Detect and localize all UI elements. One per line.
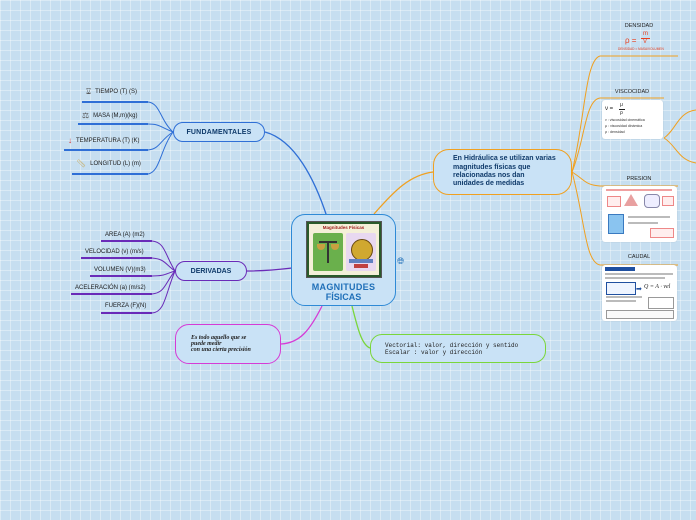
leaf-aceleracion[interactable]: ACELERACIÓN (a) (m/s2) xyxy=(75,285,146,291)
central-image-caption: Magnitudes Físicas xyxy=(322,225,365,230)
leaf-aceleracion-underline xyxy=(71,293,152,295)
densidad-formula: ρ = m V DENSIDAD = MASA/VOLUMEN xyxy=(618,31,664,51)
leaf-fuerza-underline xyxy=(101,312,152,314)
hidraulica-node[interactable]: En Hidráulica se utilizan varias magnitu… xyxy=(433,149,572,195)
leaf-masa[interactable]: ⚖︎ MASA (M,m)(kg) xyxy=(82,111,138,120)
leaf-tiempo-underline xyxy=(82,101,148,103)
topic-densidad-label[interactable]: DENSIDAD xyxy=(624,23,654,29)
leaf-volumen[interactable]: VOLUMEN (V)(m3) xyxy=(94,267,146,273)
globe-icon[interactable]: 🌐︎ xyxy=(397,256,405,266)
balance-scale-illustration xyxy=(312,233,343,271)
derivadas-node[interactable]: DERIVADAS xyxy=(175,261,247,281)
topic-viscosidad-label[interactable]: VISCOCIDAD xyxy=(614,89,650,95)
leaf-area-underline xyxy=(101,240,152,242)
hourglass-icon: ⌛︎ xyxy=(86,87,92,96)
leaf-longitud-underline xyxy=(72,173,148,175)
central-title-line1: MAGNITUDES xyxy=(311,282,376,292)
leaf-area[interactable]: AREA (A) (m2) xyxy=(105,232,145,238)
vectorial-node[interactable]: Vectorial: valor, dirección y sentido Es… xyxy=(370,334,546,363)
central-title-line2: FÍSICAS xyxy=(325,292,362,302)
derivadas-label: DERIVADAS xyxy=(190,267,232,275)
fundamentales-label: FUNDAMENTALES xyxy=(186,128,252,136)
leaf-temperatura[interactable]: ↓ TEMPERATURA (T) (K) xyxy=(68,136,140,145)
central-topic[interactable]: Magnitudes Físicas MAGNITUDES FÍSICAS xyxy=(291,214,396,306)
central-image: Magnitudes Físicas xyxy=(305,221,382,278)
leaf-masa-underline xyxy=(78,123,148,125)
presion-thumbnail[interactable] xyxy=(602,186,677,242)
leaf-temperatura-underline xyxy=(64,149,148,151)
leaf-velocidad[interactable]: VELOCIDAD (v) (m/s) xyxy=(85,249,144,255)
leaf-velocidad-underline xyxy=(81,257,152,259)
scale-icon: ⚖︎ xyxy=(82,111,90,120)
tools-illustration xyxy=(345,233,376,271)
topic-caudal-label[interactable]: CAUDAL xyxy=(627,254,651,260)
leaf-volumen-underline xyxy=(90,275,152,277)
fundamentales-node[interactable]: FUNDAMENTALES xyxy=(173,122,265,142)
thermometer-icon: ↓ xyxy=(68,136,72,145)
caudal-thumbnail[interactable]: ➡ Q = A · vel xyxy=(602,265,677,321)
ruler-icon: 📏︎ xyxy=(76,159,87,168)
viscosidad-thumbnail[interactable]: ν = μ ρ ν : viscosidad cinemática μ : vi… xyxy=(602,100,663,139)
definicion-node[interactable]: Es todo aquello que se puede medir con u… xyxy=(175,324,281,364)
leaf-tiempo[interactable]: ⌛︎ TIEMPO (T) (S) xyxy=(86,87,138,96)
leaf-fuerza[interactable]: FUERZA (F)(N) xyxy=(105,303,147,309)
leaf-longitud[interactable]: 📏︎ LONGITUD (L) (m) xyxy=(76,159,141,168)
topic-presion-label[interactable]: PRESION xyxy=(626,176,652,182)
